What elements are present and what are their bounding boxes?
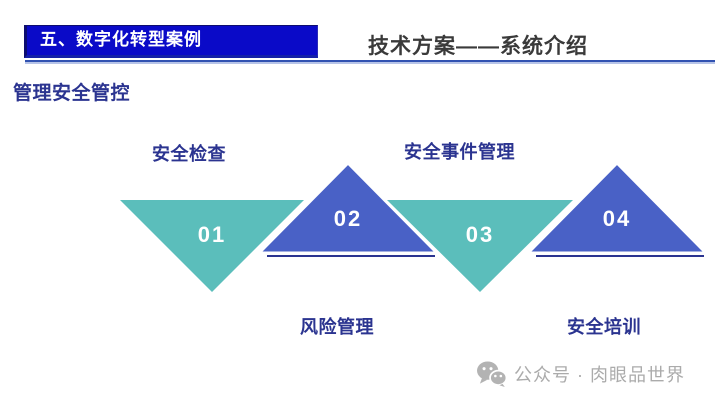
triangle-step-4 (526, 161, 708, 255)
step-4-number: 04 (602, 206, 632, 231)
watermark: 公众号 · 肉眼品世界 (476, 360, 685, 387)
step-2-number: 02 (333, 206, 363, 231)
header-divider (25, 60, 715, 64)
step-3-label: 安全事件管理 (404, 142, 515, 162)
step-1-label: 安全检查 (152, 144, 226, 164)
step-1-number: 01 (197, 222, 227, 247)
slide-subtitle: 管理安全管控 (13, 83, 131, 104)
triangle-step-3 (387, 200, 573, 292)
watermark-text: 公众号 · 肉眼品世界 (514, 364, 685, 385)
triangle-step-2 (257, 161, 439, 255)
step-2-label: 风险管理 (300, 317, 374, 337)
section-tab: 五、数字化转型案例 (24, 25, 318, 58)
triangle-step-1 (120, 200, 304, 292)
step-3-number: 03 (465, 222, 495, 247)
page-title: 技术方案——系统介绍 (368, 35, 588, 58)
step-4-label: 安全培训 (567, 317, 641, 337)
wechat-icon (477, 361, 507, 387)
